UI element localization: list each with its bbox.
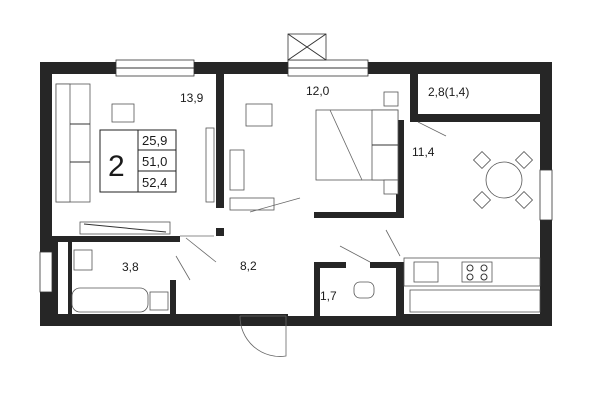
bathtub (71, 287, 149, 313)
living-room-area: 13,9 (180, 91, 204, 105)
sink (73, 249, 93, 271)
rooms-count: 2 (108, 150, 125, 183)
kitchen-counter (403, 257, 541, 313)
shelf (229, 197, 275, 211)
nightstand-top (383, 91, 399, 107)
coffee-table (111, 103, 135, 123)
toilet-fixture (353, 281, 375, 299)
dining-table (472, 150, 534, 210)
wardrobe (229, 149, 245, 191)
sofa (55, 83, 91, 203)
hallway-area: 8,2 (240, 259, 257, 273)
bedroom-area: 12,0 (306, 84, 330, 98)
total-area: 51,0 (142, 154, 167, 169)
toilet-area: 1,7 (320, 289, 337, 303)
total-area-with-balcony: 52,4 (142, 175, 167, 190)
washing-machine (149, 291, 169, 311)
bed (315, 109, 399, 181)
living-area: 25,9 (142, 133, 167, 148)
nightstand-bottom (383, 179, 399, 195)
windows (39, 33, 553, 293)
bathroom-area: 3,8 (122, 260, 139, 274)
doors (175, 121, 447, 357)
tv-stand (79, 127, 215, 235)
kitchen-area: 11,4 (412, 145, 435, 159)
area-badge: 2 25,9 51,0 52,4 (99, 129, 177, 193)
desk (245, 103, 273, 127)
balcony-area: 2,8(1,4) (428, 85, 469, 99)
